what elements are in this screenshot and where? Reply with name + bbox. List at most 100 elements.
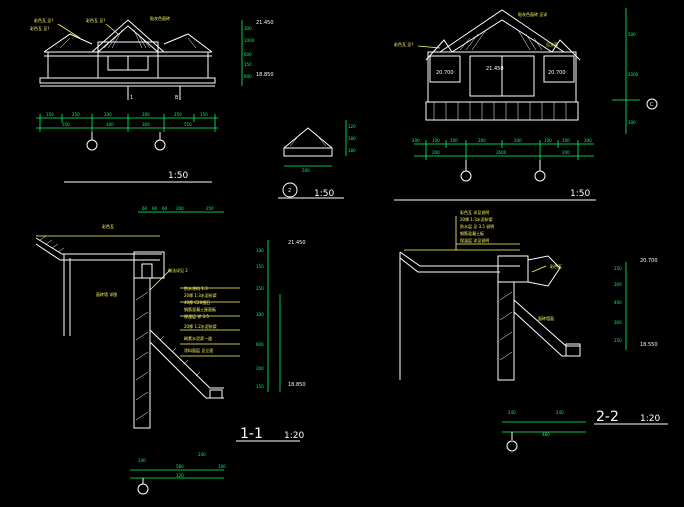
sec2-title: 2-2 [596,409,619,425]
elev1-dim-t4: 250 [174,112,182,117]
sec1-note-1: 做法详见 2 [168,267,188,273]
sec1-note-5: 钢筋混凝土屋面板 [184,306,216,312]
elev2-window-right [543,55,575,83]
elev2-base-ticks [433,102,567,120]
sec1-top-dim-2: 60 [162,206,168,211]
sec2-note-4: 保温层 详见说明 [460,237,489,243]
elev2-axis-c: C [650,102,654,108]
elev2-dim-ticks [425,140,579,160]
elev2-roof-gable [439,9,565,53]
sec2-vdim-4: 150 [614,338,622,343]
sec2-beam [497,255,529,283]
sec1-top-dim-3: 200 [176,206,184,211]
elev2-dim-t2: 100 [450,138,458,143]
sec2-vdim-3: 300 [614,320,622,325]
elev2-level-right: 20.700 [548,70,566,76]
detail-small: 120 180 180 500 2 1:50 [278,120,356,199]
elev1-scale: 1:50 [168,171,188,181]
elev2-dim-b2: 200 [562,150,570,155]
sec1-stair-top [149,329,224,389]
sec2-column [497,281,515,381]
sec1-column-hatch [135,291,149,421]
sec2-cornice [527,255,561,287]
elev1-roof-gable [91,19,165,53]
elev2-note-2: 彩色瓦 见? [394,41,413,47]
sec2-scale: 1:20 [640,414,660,424]
elev1-axis-a: 1 [130,95,133,101]
elev1-note-3: 彩色瓦 见? [86,17,105,23]
elev1-leader-2 [105,23,119,35]
sec1-bdim-0: 240 [138,458,146,463]
section-1-1: 60 60 60 200 250 [35,206,306,495]
sec1-note-10: 面砖墙 详图 [96,291,117,297]
elev1-dim-b3: 550 [184,122,192,127]
elev1-note-2: 彩色瓦 见? [30,25,49,31]
detail-base [283,147,333,157]
sec2-note-0: 彩色瓦 详见说明 [460,209,489,215]
elev1-level-base: 18.850 [256,72,274,78]
sec2-stair-top [513,299,580,347]
elev2-scale: 1:50 [570,189,590,199]
elev1-dim-b2: 300 [142,122,150,127]
elev1-dim-t3: 200 [142,112,150,117]
elev2-axis-bubble-c [646,98,658,110]
sec1-level-base: 18.850 [288,382,306,388]
elev2-dim-t0: 200 [412,138,420,143]
elev1-note-1: 彩色瓦 见? [34,17,53,23]
elev2-note-1: 贴灰色面砖 见详 [518,11,547,17]
elev1-dim-b1: 300 [106,122,114,127]
sec1-note-8: 刷素水泥浆一道 [184,335,212,341]
elev2-axis-bubble-1 [460,170,472,182]
elev1-dim-t0: 150 [46,112,54,117]
elev1-base [39,77,216,84]
sec1-vdim-1: 150 [256,264,264,269]
sec1-roof-top [35,237,162,255]
elev1-dim-b0: 550 [62,122,70,127]
sec1-axis-bubble [137,483,149,495]
detail-tag: 2 [288,188,291,194]
sec1-vdim-6: 150 [256,384,264,389]
sec1-top-dim-1: 60 [152,206,158,211]
elev1-vdim-1: 1000 [244,38,255,43]
sec1-note-0: 彩色瓦 [102,223,114,229]
elev1-roof-gable-inner [97,25,159,53]
sec1-vdim-0: 100 [256,248,264,253]
elev2-roof-right [551,39,581,61]
detail-dim-3: 500 [302,168,310,173]
sec1-bdim-2: 100 [218,464,226,469]
sec1-vdim-3: 300 [256,312,264,317]
elev1-dim-t2: 200 [104,112,112,117]
sec1-vdim-5: 200 [256,366,264,371]
elev1-axis-bubble-1 [86,139,98,151]
sec1-bdim-1: 240 [198,452,206,457]
elev1-dim-t1: 250 [72,112,80,117]
elev2-roof-gable-inner [451,19,553,53]
sec2-column-hatch [499,291,513,361]
detail-dim-2: 180 [348,148,356,153]
sec2-note-2: 防水层 见 3.5 说明 [460,223,494,229]
elev2-level-left: 20.700 [436,70,454,76]
sec1-vdim-4: 600 [256,342,264,347]
elev2-vdim-2: 300 [628,120,636,125]
sec2-leaders [455,216,547,273]
sec2-note-3: 钢筋混凝土板 [460,230,484,236]
elevation-1: 彩色瓦 见? 彩色瓦 见? 彩色瓦 见? 贴灰色面砖 1 B 150 250 2… [30,15,274,183]
sec1-note-3: 20厚 1:3水泥砂浆 [184,292,217,298]
sec1-roof-bottom [35,243,160,261]
elev2-dim-t7: 200 [584,138,592,143]
elev1-center-block [97,41,159,79]
elev1-leader-1 [57,23,81,39]
sec1-column [133,277,151,429]
elev2-roof-hatch [459,29,543,51]
sec1-beam [133,251,165,279]
sec1-roof-hatch [39,235,65,253]
elevation-2: 贴灰色面砖 见详 彩色瓦 见? 见立面 20.700 21.450 20.700… [394,8,658,201]
sec1-stair-steps [159,335,201,377]
sec1-note-9: 涂料面层 见立面 [184,347,213,353]
sec2-level-base: 18.550 [640,342,658,348]
sec2-axis-bubble [506,440,518,452]
sec2-bdim-2: 480 [542,432,550,437]
sec2-vdim-1: 300 [614,282,622,287]
elev2-vdim-1: 2000 [628,72,639,77]
